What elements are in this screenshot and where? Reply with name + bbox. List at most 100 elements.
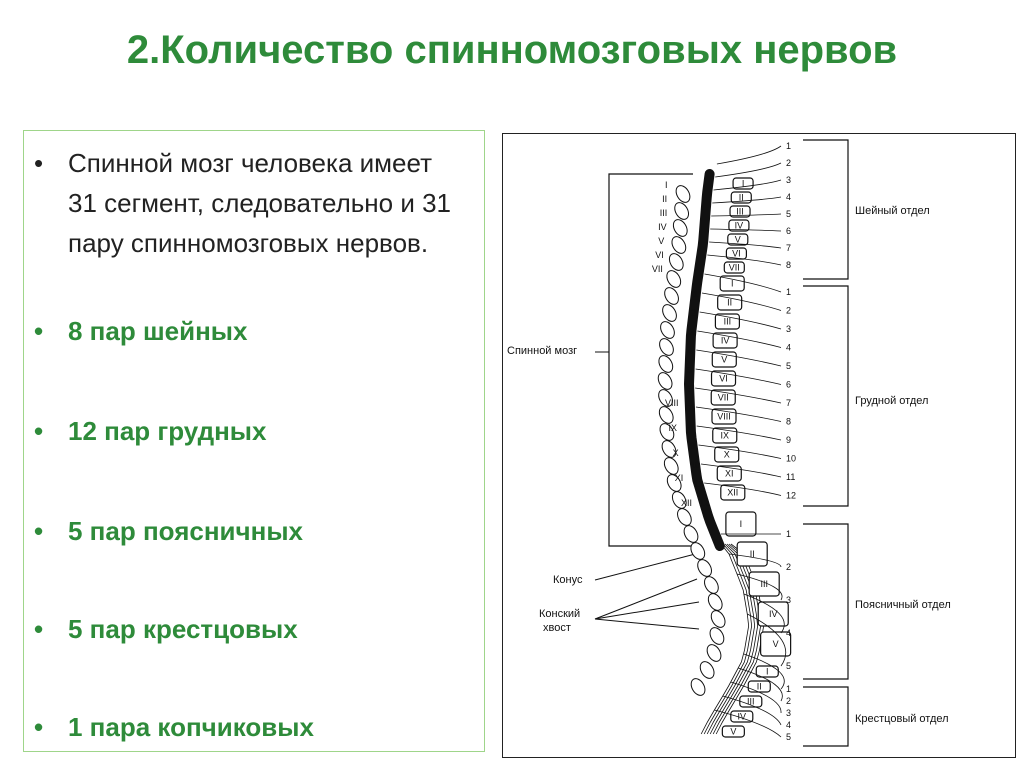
cervical-vertebra-label: I [742, 179, 745, 189]
bullet-text: 12 пар грудных [68, 416, 267, 446]
cord-segment-number: 11 [694, 479, 703, 489]
cauda-equina-strand [706, 543, 756, 735]
cord-segment-number: 1 [693, 289, 698, 299]
sacral-vertebra-label: II [757, 682, 762, 692]
spinous-process [699, 661, 715, 679]
lumbar-vertebra [748, 571, 780, 597]
thoracic-nerve-number: 10 [786, 454, 796, 464]
lumbar-nerve-number: 4 [786, 628, 791, 638]
cervical-nerve-number: 6 [786, 226, 791, 236]
cauda-equina-strand [703, 543, 753, 735]
spinous-process [657, 372, 673, 390]
cauda-label-line1: Конский [539, 608, 580, 620]
spinous-process [675, 185, 691, 203]
sacral-vertebra [721, 725, 745, 738]
bullet-text: 1 пара копчиковых [68, 712, 314, 742]
sacral-label: Крестцовый отдел [855, 713, 949, 725]
lumbar-nerve [736, 573, 783, 601]
sacral-nerve [738, 667, 783, 702]
thoracic-vertebra-label: VII [718, 393, 729, 403]
spinous-process [659, 423, 675, 441]
thoracic-nerve [696, 425, 782, 441]
sacral-vertebra-label: V [730, 727, 736, 737]
thoracic-nerve-number: 7 [786, 398, 791, 408]
cervical-nerve [716, 145, 782, 165]
thoracic-nerve-number: 5 [786, 361, 791, 371]
spinous-process [704, 576, 719, 594]
thoracic-vertebra [719, 275, 745, 292]
cord-segment-number: 3 [689, 327, 694, 337]
cervical-vertebra-label: VI [732, 249, 741, 259]
thoracic-vertebra [720, 484, 746, 501]
lumbar-nerve-number: 2 [786, 562, 791, 572]
sacral-vertebra [755, 665, 779, 678]
thoracic-nerve-number: 4 [786, 343, 791, 353]
sacral-nerve [714, 709, 782, 738]
spinous-process [672, 219, 688, 237]
cervical-vertebra-label: III [736, 207, 744, 217]
cord-segment-number: 2 [691, 308, 696, 318]
spinous-process [671, 236, 687, 254]
spinous-process [710, 610, 726, 628]
thoracic-nerve [701, 292, 782, 311]
cord-segment-number: 6 [687, 384, 692, 394]
lumbar-vertebra-label: V [773, 639, 779, 649]
spine-diagram-frame: Спинной мозг Шейный отдел Грудной отдел … [502, 133, 1016, 758]
thoracic-nerve-number: 11 [786, 472, 795, 482]
left-cervical-mark: II [662, 194, 667, 204]
bullet-text: Спинной мозг человека имеет 31 сегмент, … [68, 148, 451, 258]
spinous-process [661, 440, 677, 458]
lumbar-nerve-number: 5 [786, 661, 791, 671]
thoracic-bracket [803, 285, 849, 507]
cervical-vertebra [725, 247, 747, 260]
cervical-vertebra-label: VII [729, 263, 740, 273]
bullet-dot: • [34, 614, 44, 644]
sacral-vertebra-label: III [747, 697, 755, 707]
lumbar-vertebra [757, 601, 789, 627]
spinous-process [658, 389, 673, 407]
thoracic-vertebra-label: XI [725, 469, 734, 479]
lumbar-vertebra-label: I [740, 519, 743, 529]
cervical-nerve [707, 254, 782, 266]
thoracic-vertebra [716, 465, 742, 482]
spinous-process [662, 304, 677, 322]
cord-segment-number: 10 [690, 460, 700, 470]
cervical-vertebra [730, 191, 752, 204]
cord-segment-number: 5 [687, 365, 692, 375]
spinous-process [668, 253, 684, 271]
cervical-vertebra [729, 205, 751, 218]
cervical-nerve [710, 228, 782, 232]
lumbar-label: Поясничный отдел [855, 599, 951, 611]
thoracic-nerve-number: 9 [786, 435, 791, 445]
cord-segment-number: 8 [688, 422, 693, 432]
thoracic-nerve-number: 1 [786, 287, 791, 297]
bullet-dot: • [34, 712, 44, 742]
cord-segment-number: 7 [687, 403, 692, 413]
lumbar-nerve [728, 553, 782, 568]
cord-segment-number: 12 [699, 498, 709, 508]
spinous-process [697, 559, 712, 577]
lumbar-nerve-number: 1 [786, 529, 791, 539]
lumbar-nerve [747, 613, 787, 667]
spinous-process [709, 627, 725, 645]
thoracic-nerve [704, 482, 782, 496]
sacral-vertebra [730, 710, 754, 723]
left-thoracic-mark: VIII [665, 398, 679, 408]
thoracic-vertebra [714, 446, 740, 463]
spinous-process [706, 644, 722, 662]
thoracic-nerve-number: 3 [786, 324, 791, 334]
sacral-nerve-number: 5 [786, 732, 791, 742]
spinous-process [677, 508, 692, 526]
lumbar-bracket [803, 523, 849, 680]
left-cervical-mark: V [658, 236, 664, 246]
thoracic-nerve [697, 330, 782, 348]
thoracic-label: Грудной отдел [855, 395, 928, 407]
cord-segment-number: 4 [688, 346, 693, 356]
cervical-nerve-number: 3 [786, 175, 791, 185]
cervical-nerve-number: 2 [786, 158, 791, 168]
bullet-dot: • [34, 416, 44, 446]
lumbar-vertebra [760, 631, 792, 657]
lumbar-vertebra [736, 541, 768, 567]
cervical-nerve-number: 8 [786, 260, 791, 270]
thoracic-nerve [696, 349, 782, 367]
